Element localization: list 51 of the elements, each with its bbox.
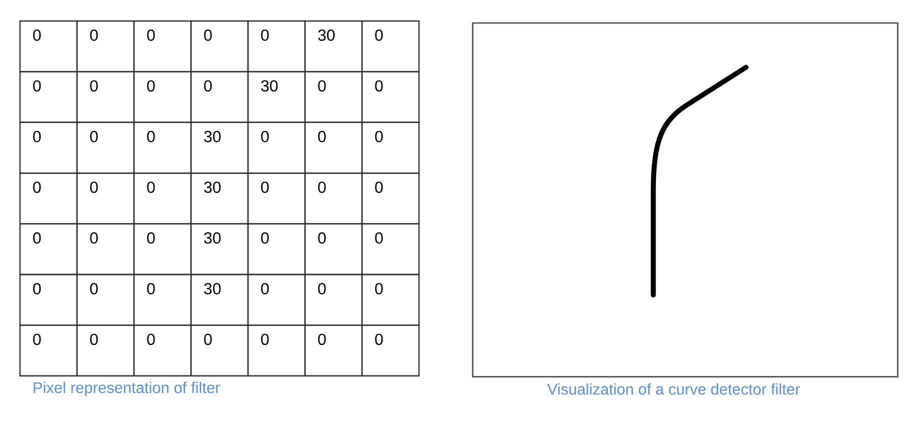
table-cell: 0 <box>304 122 363 174</box>
table-cell: 0 <box>133 223 192 276</box>
table-cell: 0 <box>247 172 306 224</box>
table-cell: 0 <box>304 71 363 123</box>
table-cell: 0 <box>361 122 420 174</box>
table-cell: 30 <box>304 20 363 72</box>
table-cell: 0 <box>361 172 420 224</box>
table-cell: 0 <box>76 274 135 326</box>
table-cell: 0 <box>76 20 135 72</box>
table-cell: 30 <box>190 274 249 326</box>
table-cell: 0 <box>247 274 306 326</box>
table-cell: 0 <box>361 324 420 376</box>
table-cell: 30 <box>247 71 306 123</box>
table-cell: 0 <box>133 324 192 376</box>
table-cell: 0 <box>133 122 192 174</box>
table-cell: 0 <box>247 324 306 376</box>
table-cell: 0 <box>361 274 420 326</box>
table-cell: 0 <box>19 172 78 224</box>
table-cell: 0 <box>19 223 78 276</box>
table-cell: 0 <box>304 223 363 276</box>
caption: Visualization of a curve detector filter <box>547 383 800 395</box>
table-cell: 0 <box>133 172 192 224</box>
table-cell: 0 <box>76 122 135 174</box>
table-cell: 0 <box>19 122 78 174</box>
table-cell: 0 <box>133 274 192 326</box>
table-cell: 30 <box>190 223 249 276</box>
table-cell: 30 <box>190 122 249 174</box>
table-cell: 0 <box>361 71 420 123</box>
table-cell: 0 <box>190 71 249 123</box>
table-cell: 0 <box>190 324 249 376</box>
table-cell: 0 <box>76 71 135 123</box>
table-cell: 0 <box>304 172 363 224</box>
table-cell: 0 <box>190 20 249 72</box>
table-cell: 0 <box>304 274 363 326</box>
table-cell: 0 <box>361 223 420 276</box>
table-cell: 0 <box>76 223 135 276</box>
table-cell: 0 <box>247 223 306 276</box>
table-cell: 0 <box>19 20 78 72</box>
table-cell: 0 <box>304 324 363 376</box>
table-cell: 0 <box>19 71 78 123</box>
table-cell: 0 <box>19 324 78 376</box>
table-cell: 0 <box>361 20 420 72</box>
caption: Pixel representation of filter <box>34 382 220 396</box>
table-cell: 0 <box>133 71 192 123</box>
table-cell: 0 <box>76 324 135 376</box>
table-cell: 30 <box>190 172 249 224</box>
table-cell: 0 <box>247 20 306 72</box>
table-cell: 0 <box>19 274 78 326</box>
table-cell: 0 <box>76 172 135 224</box>
table-cell: 0 <box>133 20 192 72</box>
table-cell: 0 <box>247 122 306 174</box>
